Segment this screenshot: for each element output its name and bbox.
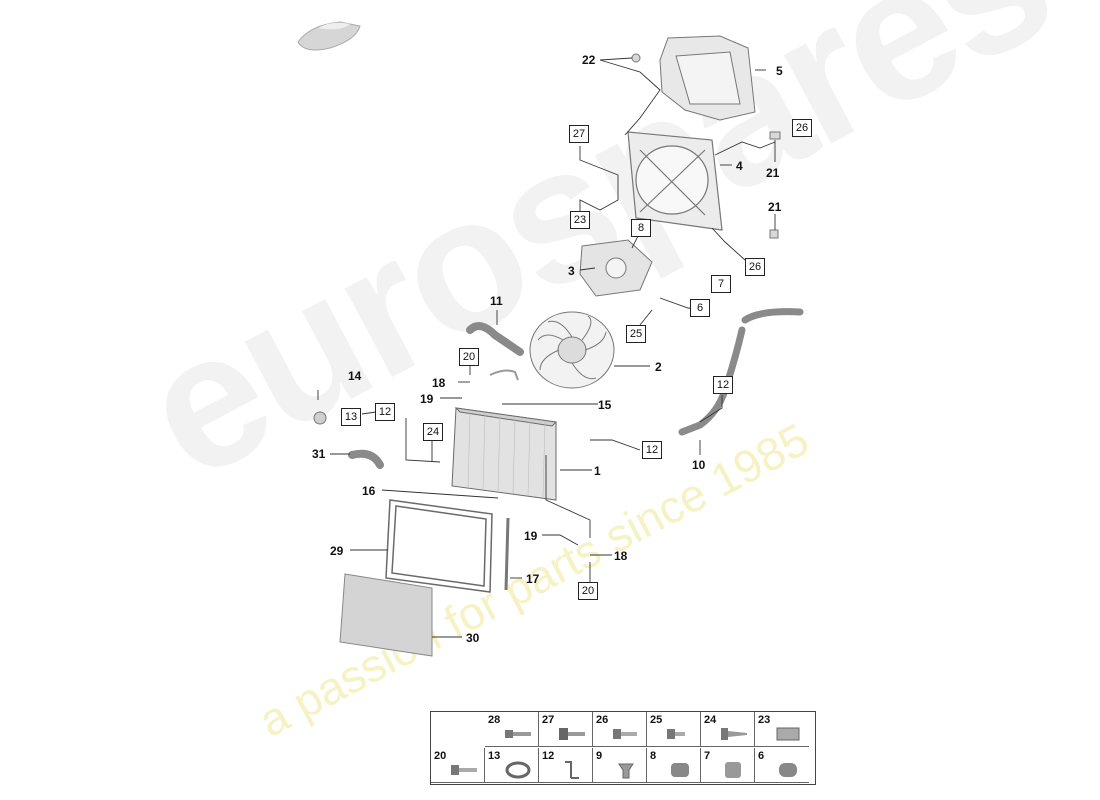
legend-cell-9: 9 xyxy=(593,748,647,783)
legend-cell-23: 23 xyxy=(755,712,809,747)
callout-5: 5 xyxy=(776,64,783,78)
fan-shroud-upper xyxy=(659,35,756,121)
bolt-icon xyxy=(451,765,477,775)
coolant-hose-upper xyxy=(466,322,524,356)
callout-21-upper: 21 xyxy=(766,166,780,180)
clip-21 xyxy=(769,229,779,239)
car-silhouette-icon xyxy=(297,21,361,51)
expansion-rivet-icon xyxy=(721,728,747,740)
callout-19-lower: 19 xyxy=(524,529,538,543)
callout-11: 11 xyxy=(490,294,503,308)
screw-icon xyxy=(613,729,637,739)
boxed-callout-8: 8 xyxy=(631,219,651,237)
fan-mount-bracket xyxy=(579,239,653,297)
callout-16: 16 xyxy=(362,484,376,498)
callout-17: 17 xyxy=(526,572,540,586)
callout-4: 4 xyxy=(736,159,743,173)
legend-cell-13: 13 xyxy=(485,748,539,783)
bushing-icon xyxy=(725,762,741,778)
clip-26 xyxy=(769,131,781,140)
boxed-callout-6: 6 xyxy=(690,299,710,317)
flange-bolt-icon xyxy=(559,728,585,740)
boxed-callout-12-left: 12 xyxy=(375,403,395,421)
air-guide-panel xyxy=(339,573,433,657)
short-screw-icon xyxy=(667,729,685,739)
legend-cell-12: 12 xyxy=(539,748,593,783)
nut-22 xyxy=(631,53,641,63)
fan-frame xyxy=(627,131,723,231)
boxed-callout-26-upper: 26 xyxy=(792,119,812,137)
radiator xyxy=(451,407,558,501)
callout-15: 15 xyxy=(598,398,612,412)
boxed-callout-25: 25 xyxy=(626,325,646,343)
push-rivet-icon xyxy=(618,763,634,779)
callout-18-lower: 18 xyxy=(614,549,628,563)
legend-cell-6: 6 xyxy=(755,748,809,783)
callout-30: 30 xyxy=(466,631,480,645)
callout-18-upper: 18 xyxy=(432,376,446,390)
callout-29: 29 xyxy=(330,544,344,558)
cooling-fan xyxy=(529,311,615,389)
boxed-callout-24: 24 xyxy=(423,423,443,441)
coolant-hose-lower xyxy=(348,449,384,469)
coolant-hose-right xyxy=(678,308,804,436)
legend-cell-7: 7 xyxy=(701,748,755,783)
legend-cell-25: 25 xyxy=(647,712,701,747)
leader-lines xyxy=(317,57,776,638)
rubber-mount-icon xyxy=(671,763,689,777)
callout-14: 14 xyxy=(348,369,362,383)
boxed-callout-20-upper: 20 xyxy=(459,348,479,366)
boxed-callout-27: 27 xyxy=(569,125,589,143)
callout-31: 31 xyxy=(312,447,326,461)
boxed-callout-7: 7 xyxy=(711,275,731,293)
callout-19-upper: 19 xyxy=(420,392,434,406)
clip-icon xyxy=(776,727,800,741)
cap-13 xyxy=(313,411,327,425)
legend-cell-8: 8 xyxy=(647,748,701,783)
callout-21-lower: 21 xyxy=(768,200,782,214)
boxed-callout-23: 23 xyxy=(570,211,590,229)
boxed-callout-26-lower: 26 xyxy=(745,258,765,276)
legend-cell-20: 20 xyxy=(431,748,485,783)
legend-cell-28: 28 xyxy=(485,712,539,747)
legend-cell-26: 26 xyxy=(593,712,647,747)
callout-2: 2 xyxy=(655,360,662,374)
callout-10: 10 xyxy=(692,458,706,472)
legend-cell-24: 24 xyxy=(701,712,755,747)
callout-3: 3 xyxy=(568,264,575,278)
seal-strip xyxy=(504,517,510,591)
bolt-icon xyxy=(505,730,531,738)
grommet-icon xyxy=(779,763,797,777)
callout-1: 1 xyxy=(594,464,601,478)
boxed-callout-20-lower: 20 xyxy=(578,582,598,600)
boxed-callout-12-right: 12 xyxy=(713,376,733,394)
spring-clip-icon xyxy=(565,761,579,779)
legend-cell-27: 27 xyxy=(539,712,593,747)
boxed-callout-13: 13 xyxy=(341,408,361,426)
hardware-legend: 28 27 26 25 24 23 20 13 12 9 8 7 6 xyxy=(430,711,816,785)
boxed-callout-12-center: 12 xyxy=(642,441,662,459)
radiator-seal-frame xyxy=(385,499,493,593)
hose-clamp-icon xyxy=(505,761,531,779)
callout-22: 22 xyxy=(582,53,596,67)
